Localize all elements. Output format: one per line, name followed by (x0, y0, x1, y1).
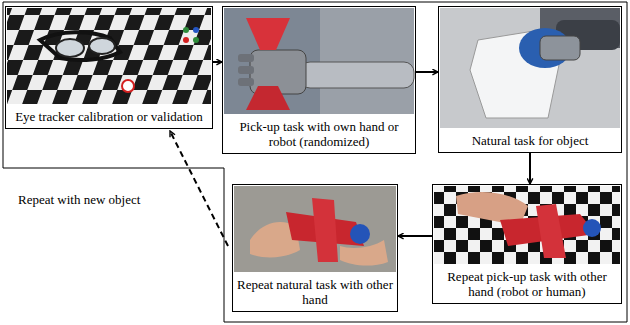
flow-outline (3, 2, 627, 322)
flow-arrow (416, 71, 438, 73)
step-box: Repeat natural task with other hand (232, 184, 398, 312)
step-box: Repeat pick-up task with other hand (rob… (432, 184, 622, 304)
step-caption: Natural task for object (439, 131, 621, 152)
photo-eye-tracker (7, 8, 211, 104)
flow-arrow (213, 61, 222, 63)
photo-repeat-natural (234, 186, 396, 272)
photo-repeat-pickup (434, 186, 620, 264)
step-caption: Eye tracker calibration or validation (6, 107, 212, 128)
loop-label: Repeat with new object (16, 192, 142, 207)
step-caption: Pick-up task with own hand or robot (ran… (223, 117, 415, 153)
flow-arrow (529, 153, 531, 184)
step-caption: Repeat pick-up task with other hand (rob… (433, 267, 621, 303)
step-box: Pick-up task with own hand or robot (ran… (222, 6, 416, 154)
flow-arrow (170, 131, 228, 246)
step-box: Natural task for object (438, 6, 622, 153)
photo-natural-task (440, 8, 620, 128)
step-caption: Repeat natural task with other hand (233, 275, 397, 311)
photo-robot-pickup (224, 8, 414, 114)
step-box: Eye tracker calibration or validation (5, 6, 213, 129)
flow-arrow (398, 235, 432, 237)
